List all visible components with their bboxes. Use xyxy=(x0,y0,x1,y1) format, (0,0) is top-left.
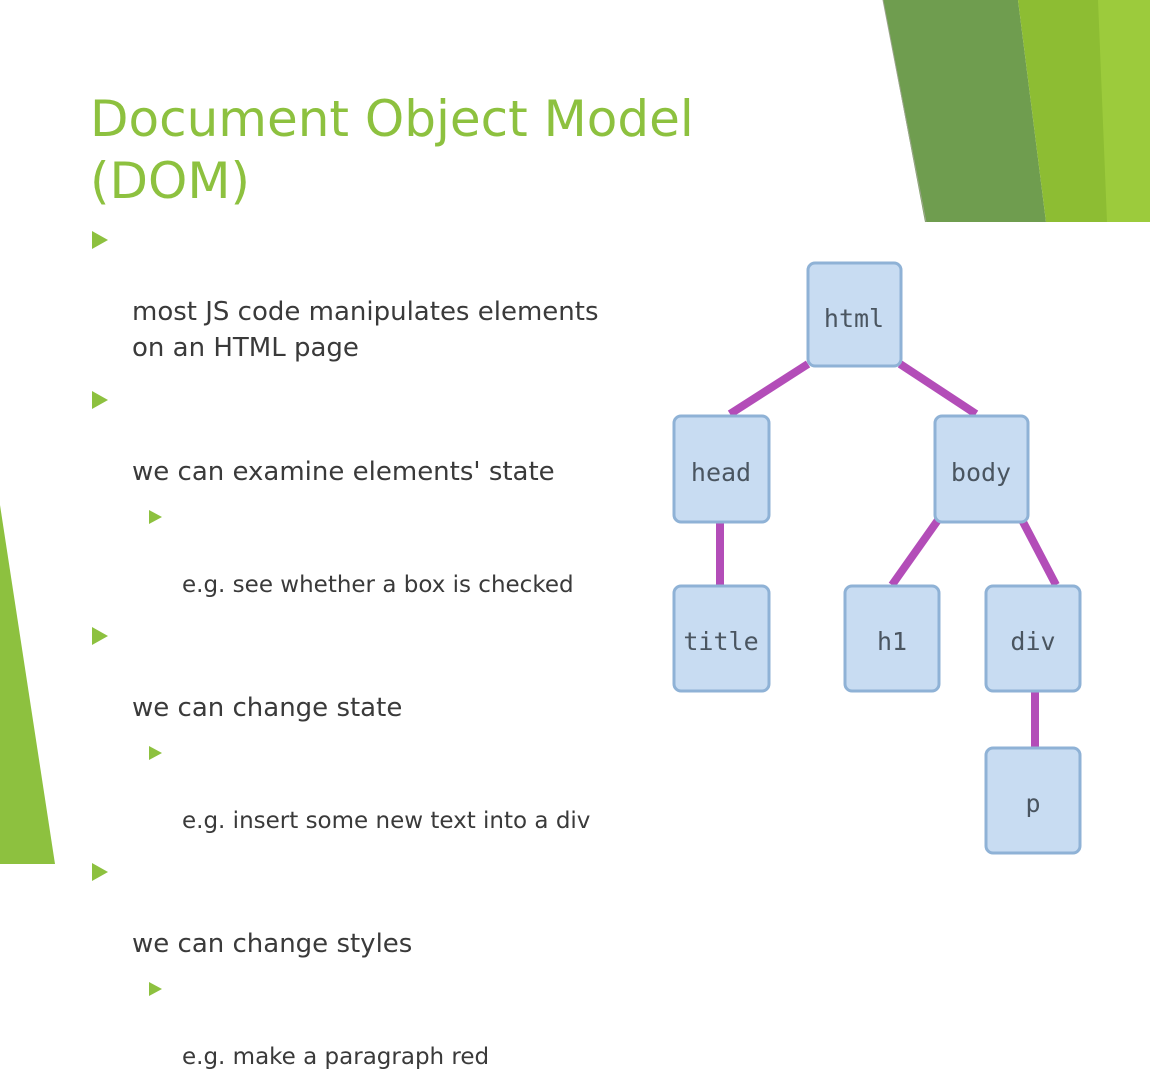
left-stripe xyxy=(0,505,55,864)
bullet-text: we can change styles xyxy=(132,929,413,959)
bullet-text: we can change state xyxy=(132,693,403,723)
node-label-html: html xyxy=(824,304,884,333)
node-label-title: title xyxy=(683,627,758,656)
bullet-arrow-icon xyxy=(92,863,108,881)
sub-bullet-text: e.g. make a paragraph red xyxy=(182,1044,490,1070)
dom-tree-diagram: html head body title h1 div p xyxy=(672,261,1082,855)
edge-html-body xyxy=(897,360,979,418)
bullet-text: we can examine elements' state xyxy=(132,457,555,487)
sub-bullet-arrow-icon xyxy=(149,746,162,760)
tree-node-html: html xyxy=(806,261,903,368)
tree-node-body: body xyxy=(933,414,1030,524)
sub-bullet-item: e.g. make a paragraph red xyxy=(90,972,635,1074)
node-label-h1: h1 xyxy=(877,627,907,656)
node-label-p: p xyxy=(1025,789,1040,818)
node-label-head: head xyxy=(691,458,751,487)
sub-bullet-arrow-icon xyxy=(149,510,162,524)
tree-node-title: title xyxy=(672,584,771,693)
sub-bullet-text: e.g. see whether a box is checked xyxy=(182,572,574,598)
slide-decoration xyxy=(0,0,1150,864)
sub-bullet-item: e.g. insert some new text into a div xyxy=(90,736,635,838)
sub-bullet-text: e.g. insert some new text into a div xyxy=(182,808,591,834)
tree-edges xyxy=(716,360,1060,747)
right-stripe-dark xyxy=(883,0,1046,222)
bullet-item: most JS code manipulates elements on an … xyxy=(90,222,635,366)
edge-html-head xyxy=(727,360,811,418)
bullet-item: we can change state xyxy=(90,618,635,726)
bullet-item: we can change styles xyxy=(90,854,635,962)
tree-node-head: head xyxy=(672,414,771,524)
slide-title: Document Object Model (DOM) xyxy=(90,90,694,210)
node-label-body: body xyxy=(951,458,1011,487)
sub-bullet-arrow-icon xyxy=(149,982,162,996)
bullet-text: most JS code manipulates elements on an … xyxy=(132,297,599,363)
bullet-arrow-icon xyxy=(92,231,108,249)
bullet-item: we can examine elements' state xyxy=(90,382,635,490)
node-label-div: div xyxy=(1010,627,1055,656)
tree-node-div: div xyxy=(984,584,1082,693)
right-stripe-line xyxy=(882,0,927,223)
sub-bullet-item: e.g. see whether a box is checked xyxy=(90,500,635,602)
edge-body-h1 xyxy=(888,517,942,588)
edge-body-div xyxy=(1018,518,1060,587)
tree-node-p: p xyxy=(984,746,1082,855)
right-stripe-bright xyxy=(1098,0,1150,222)
tree-node-h1: h1 xyxy=(843,584,941,693)
bullet-arrow-icon xyxy=(92,627,108,645)
bullet-arrow-icon xyxy=(92,391,108,409)
